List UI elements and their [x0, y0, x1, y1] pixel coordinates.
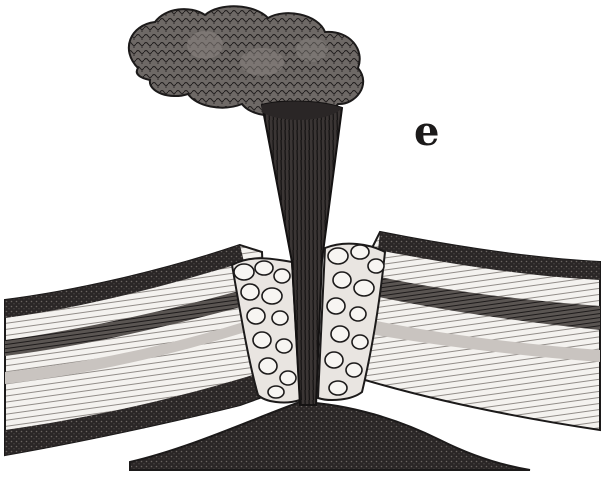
smoke-cloud	[129, 6, 363, 116]
left-strata	[5, 245, 268, 455]
figure-label: e	[414, 112, 439, 152]
right-strata	[365, 232, 600, 430]
